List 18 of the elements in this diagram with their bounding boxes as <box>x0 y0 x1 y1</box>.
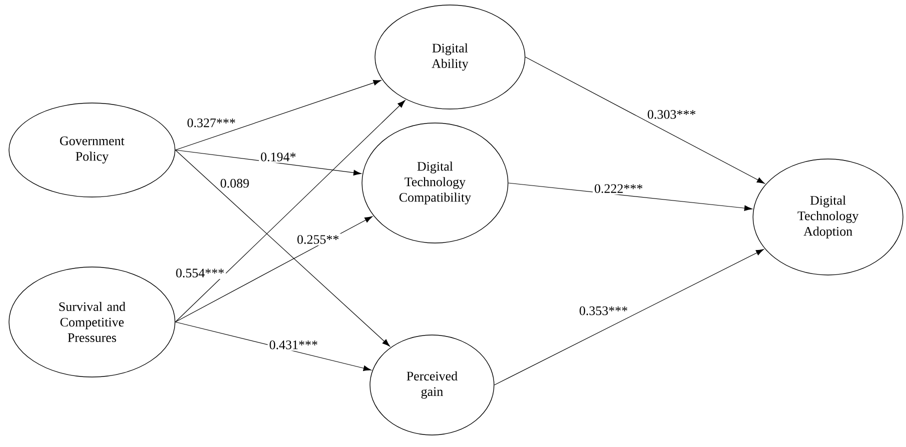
arrow <box>175 216 373 322</box>
edge-label: 0.194* <box>258 151 298 163</box>
arrow <box>175 80 382 150</box>
arrow <box>494 249 764 386</box>
edge-label: 0.431*** <box>268 338 320 351</box>
edge-label: 0.327*** <box>185 116 238 129</box>
edge-label: 0.303*** <box>646 108 698 120</box>
edge-label: 0.089 <box>218 177 251 190</box>
arrow <box>508 182 752 211</box>
edge-label: 0.554*** <box>174 267 226 279</box>
arrow <box>525 56 765 184</box>
arrow <box>175 150 390 347</box>
edge-label: 0.353*** <box>578 304 630 317</box>
arrow <box>175 100 406 322</box>
edge-label: 0.255** <box>295 234 341 246</box>
edge-label: 0.222*** <box>592 182 644 195</box>
arrow <box>175 322 372 371</box>
arrow <box>175 150 362 176</box>
